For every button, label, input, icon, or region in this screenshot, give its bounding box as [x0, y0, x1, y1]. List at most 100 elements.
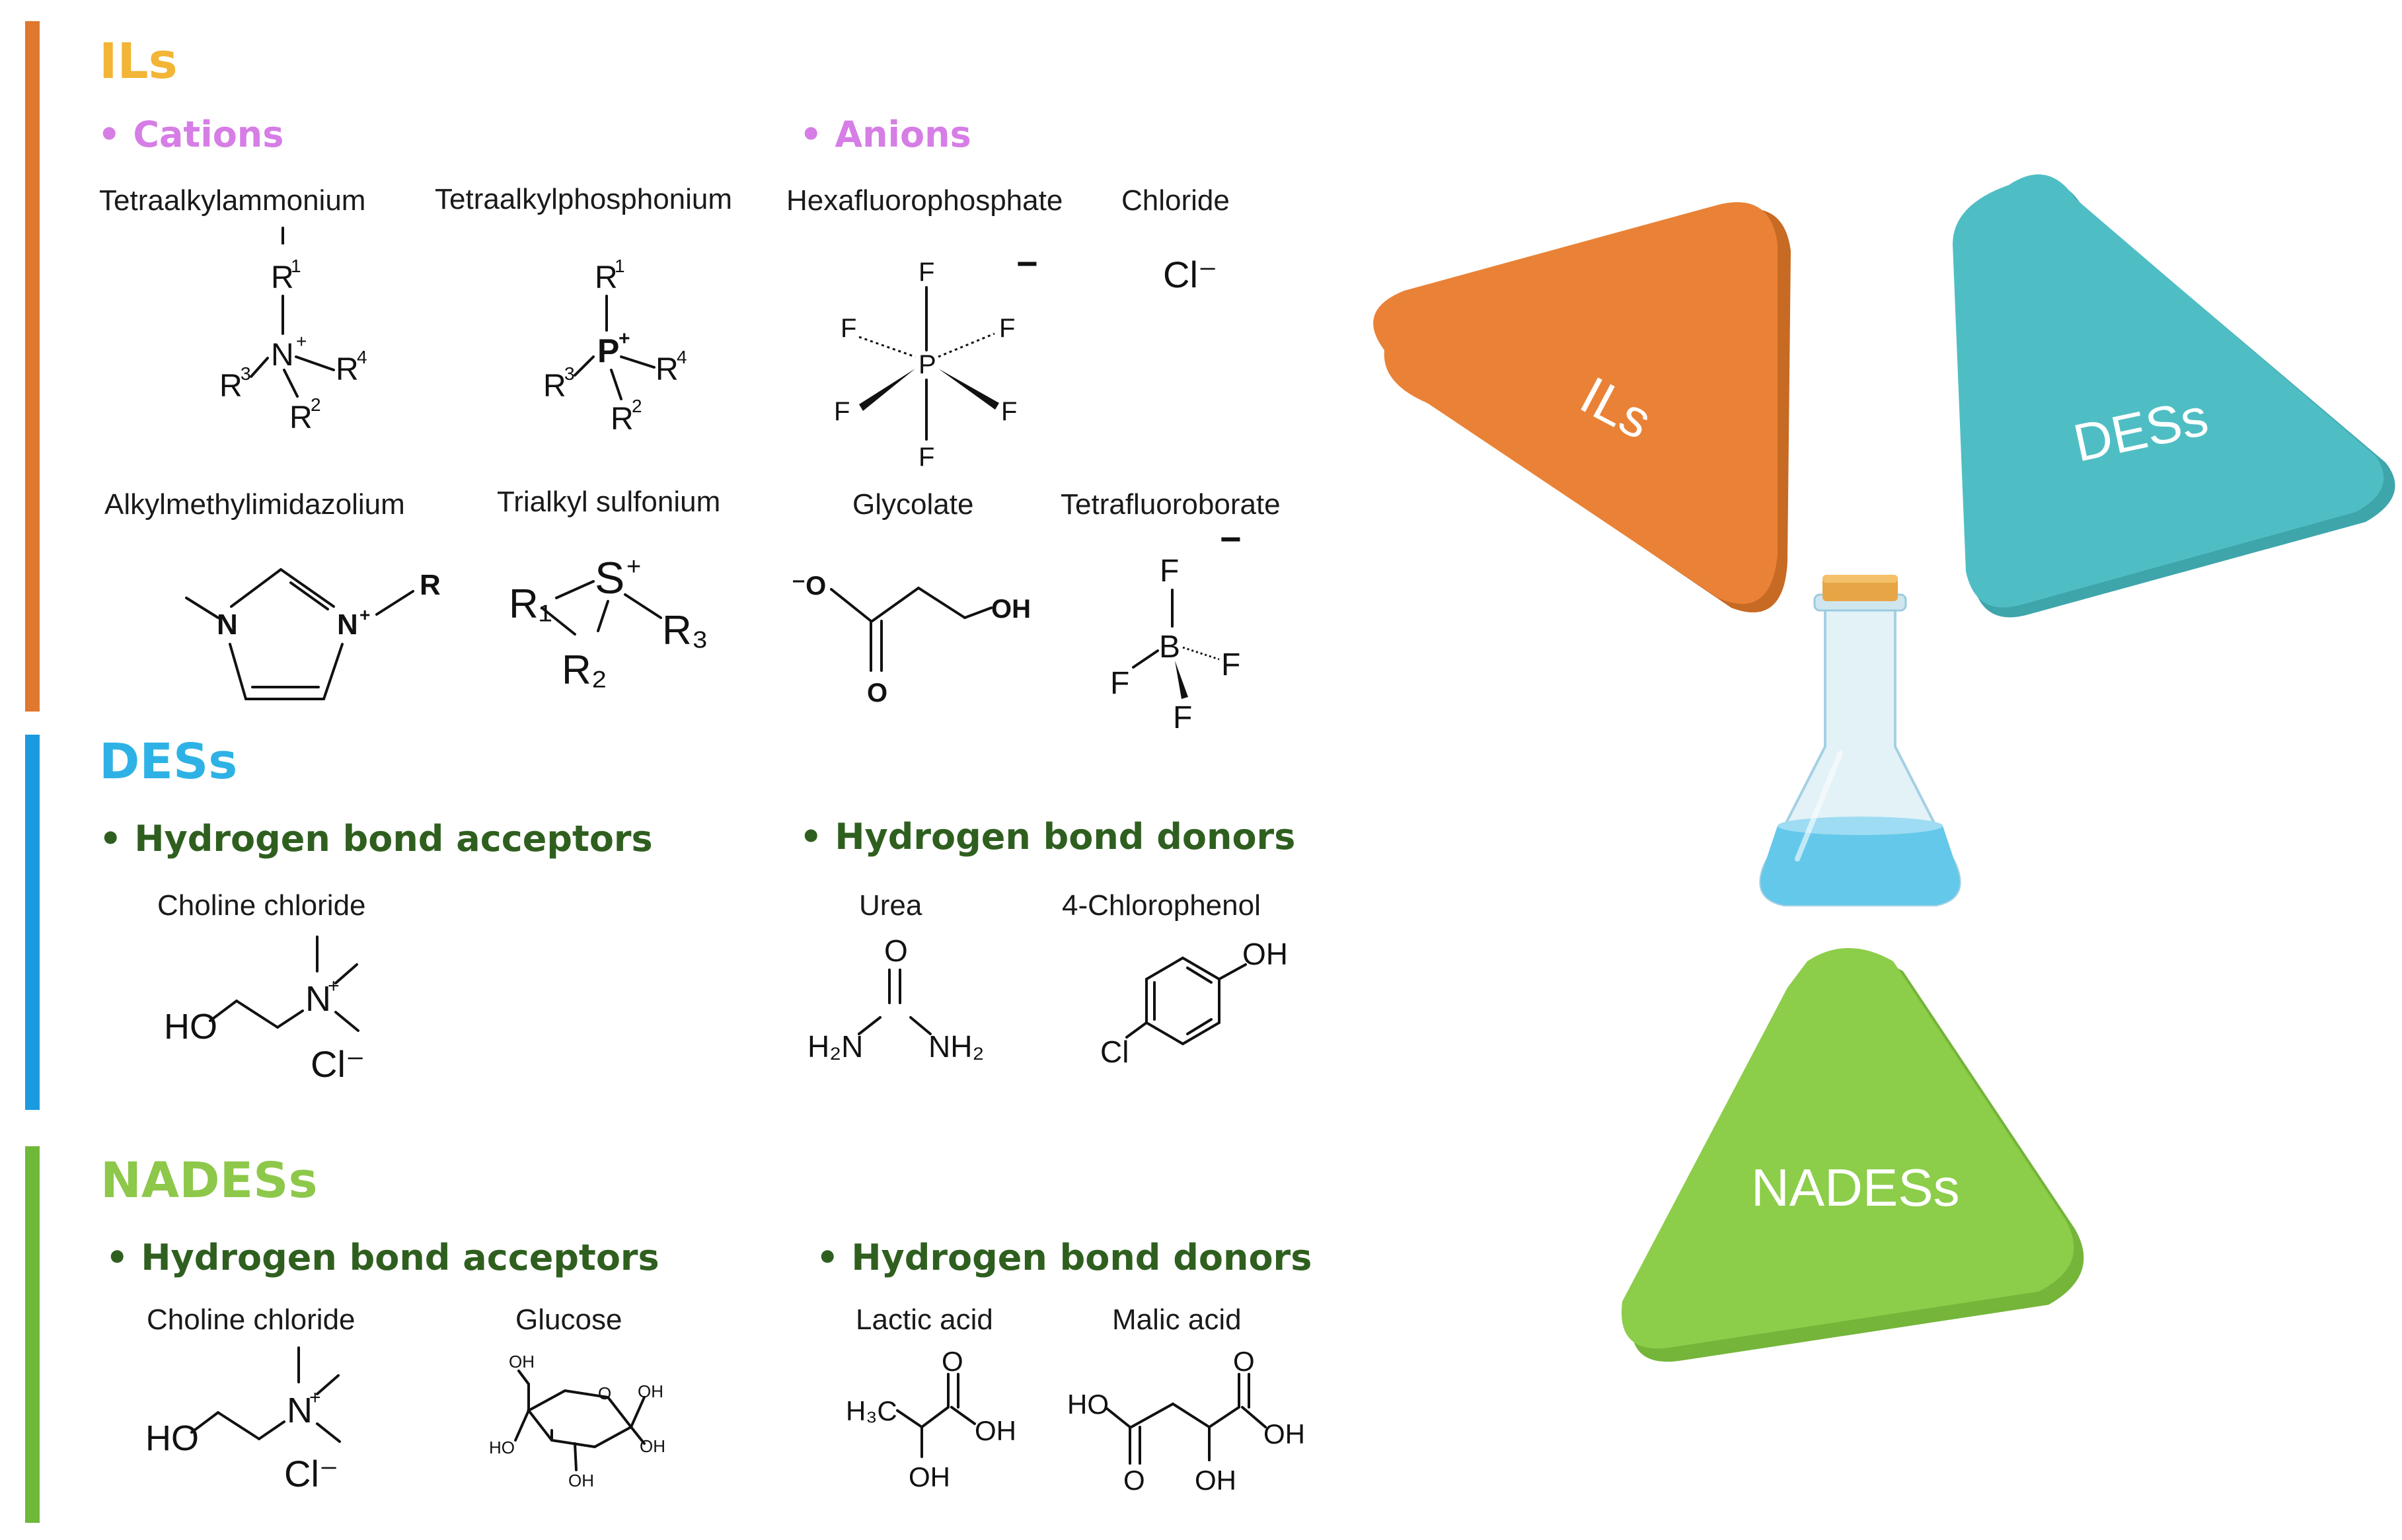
svg-text:F: F — [919, 443, 934, 472]
chloride-ion: Cl⁻ — [1163, 254, 1217, 295]
tetraalkylphosphonium-structure: R 1 P + R 4 R 3 R 2 — [543, 256, 687, 437]
svg-text:OH: OH — [1195, 1465, 1236, 1496]
svg-text:−: − — [1220, 518, 1242, 560]
svg-text:O: O — [942, 1346, 963, 1377]
svg-text:O: O — [867, 678, 887, 708]
ils-triangle: ILs — [1373, 202, 1791, 612]
dess-title: DESs — [99, 733, 237, 790]
svg-text:F: F — [1221, 647, 1240, 682]
nadess-section-bar — [25, 1146, 40, 1523]
svg-text:R₂: R₂ — [562, 647, 607, 693]
nadess-donor-malic-acid: Malic acid — [1112, 1303, 1242, 1336]
svg-text:−: − — [1016, 242, 1038, 284]
svg-text:1: 1 — [291, 256, 301, 276]
nadess-title: NADESs — [100, 1152, 318, 1209]
svg-text:3: 3 — [564, 363, 575, 384]
svg-text:F: F — [841, 314, 856, 343]
dess-donor-urea: Urea — [859, 889, 922, 922]
svg-text:H₃C: H₃C — [846, 1395, 897, 1426]
svg-text:N: N — [271, 338, 294, 373]
svg-text:R: R — [543, 369, 566, 404]
svg-text:O: O — [1123, 1465, 1145, 1496]
svg-text:R: R — [595, 260, 618, 295]
svg-text:F: F — [1110, 666, 1129, 701]
svg-text:HO: HO — [164, 1007, 217, 1046]
dess-triangle: DESs — [1953, 174, 2395, 618]
ils-title: ILs — [99, 33, 178, 90]
svg-text:+: + — [328, 975, 340, 997]
svg-text:Cl⁻: Cl⁻ — [284, 1453, 338, 1494]
dess-donor-4-chlorophenol: 4-Chlorophenol — [1062, 889, 1261, 922]
svg-text:N: N — [217, 608, 238, 641]
svg-text:H₂N: H₂N — [807, 1029, 863, 1064]
svg-text:O: O — [884, 934, 908, 968]
svg-text:F: F — [834, 397, 850, 426]
svg-text:4: 4 — [677, 347, 687, 367]
svg-text:R: R — [336, 352, 359, 387]
nadess-triangle: NADESs — [1621, 948, 2084, 1362]
svg-text:⁻O: ⁻O — [792, 571, 826, 601]
dess-donors-heading: • Hydrogen bond donors — [800, 816, 1295, 858]
svg-text:2: 2 — [311, 394, 321, 415]
ammonium-core: R 1 N + R 4 R 3 R 2 — [219, 244, 367, 443]
svg-text:Cl⁻: Cl⁻ — [311, 1043, 365, 1085]
dess-choline-chloride-structure: HO N + Cl⁻ — [164, 935, 365, 1085]
svg-text:N: N — [287, 1391, 313, 1430]
urea-structure: O H₂N NH₂ — [807, 934, 984, 1064]
sulfonium-structure: R₁ S + R₃ R₂ — [509, 553, 708, 693]
glycolate-structure: ⁻O O OH — [792, 571, 1031, 708]
svg-text:R: R — [219, 369, 243, 404]
svg-text:Cl: Cl — [1100, 1035, 1129, 1069]
svg-text:N: N — [337, 608, 358, 641]
svg-text:R: R — [656, 352, 679, 387]
dess-acceptor-choline-chloride: Choline chloride — [157, 889, 366, 922]
anion-name-chloride: Chloride — [1121, 184, 1230, 217]
svg-text:4: 4 — [357, 347, 367, 367]
nadess-acceptor-choline-chloride: Choline chloride — [147, 1303, 356, 1336]
dess-acceptors-heading: • Hydrogen bond acceptors — [99, 818, 653, 860]
svg-text:F: F — [999, 314, 1015, 343]
svg-text:O: O — [598, 1383, 611, 1403]
anions-heading: • Anions — [800, 114, 971, 155]
svg-text:+: + — [296, 331, 307, 351]
tetrafluoroborate-structure: F B F F F − — [1110, 518, 1242, 735]
anion-name-glycolate: Glycolate — [852, 488, 973, 521]
hexafluorophosphate-structure: F P F F F F F − — [834, 242, 1038, 472]
nadess-acceptor-glucose: Glucose — [515, 1303, 622, 1336]
svg-text:2: 2 — [632, 396, 642, 416]
lactic-acid-structure: H₃C O OH OH — [846, 1346, 1016, 1492]
flask-icon — [1759, 575, 1961, 906]
svg-text:F: F — [919, 258, 934, 287]
svg-text:OH: OH — [568, 1471, 594, 1490]
svg-text:R: R — [420, 569, 441, 601]
svg-text:OH: OH — [991, 595, 1031, 624]
cations-heading: • Cations — [98, 114, 283, 155]
svg-text:R: R — [289, 400, 313, 435]
svg-text:OH: OH — [640, 1436, 665, 1456]
svg-text:N: N — [305, 979, 331, 1019]
svg-text:3: 3 — [241, 363, 251, 384]
imidazolium-structure: N N + R — [185, 568, 441, 700]
cation-name-trialkyl-sulfonium: Trialkyl sulfonium — [497, 486, 720, 518]
nadess-choline-chloride-structure: HO N + Cl⁻ — [145, 1346, 341, 1494]
svg-text:O: O — [1233, 1346, 1255, 1377]
anion-name-hexafluorophosphate: Hexafluorophosphate — [786, 184, 1063, 217]
svg-text:B: B — [1159, 630, 1180, 665]
svg-text:+: + — [619, 328, 630, 349]
svg-text:R₁: R₁ — [509, 581, 552, 627]
svg-text:F: F — [1160, 554, 1179, 589]
svg-text:OH: OH — [909, 1461, 950, 1492]
ils-section-bar — [25, 21, 40, 712]
cation-name-alkylmethylimidazolium: Alkylmethylimidazolium — [104, 488, 405, 521]
svg-text:+: + — [359, 605, 370, 625]
svg-text:P: P — [597, 332, 619, 369]
svg-text:OH: OH — [1263, 1418, 1305, 1449]
svg-text:OH: OH — [638, 1381, 663, 1401]
svg-text:R: R — [611, 402, 634, 437]
svg-text:1: 1 — [615, 256, 625, 276]
svg-text:OH: OH — [1242, 937, 1288, 971]
svg-text:P: P — [919, 350, 936, 379]
cation-name-tetraalkylammonium: Tetraalkylammonium — [99, 184, 365, 217]
malic-acid-structure: HO O OH O OH — [1067, 1346, 1305, 1496]
nadess-donors-heading: • Hydrogen bond donors — [816, 1237, 1312, 1278]
